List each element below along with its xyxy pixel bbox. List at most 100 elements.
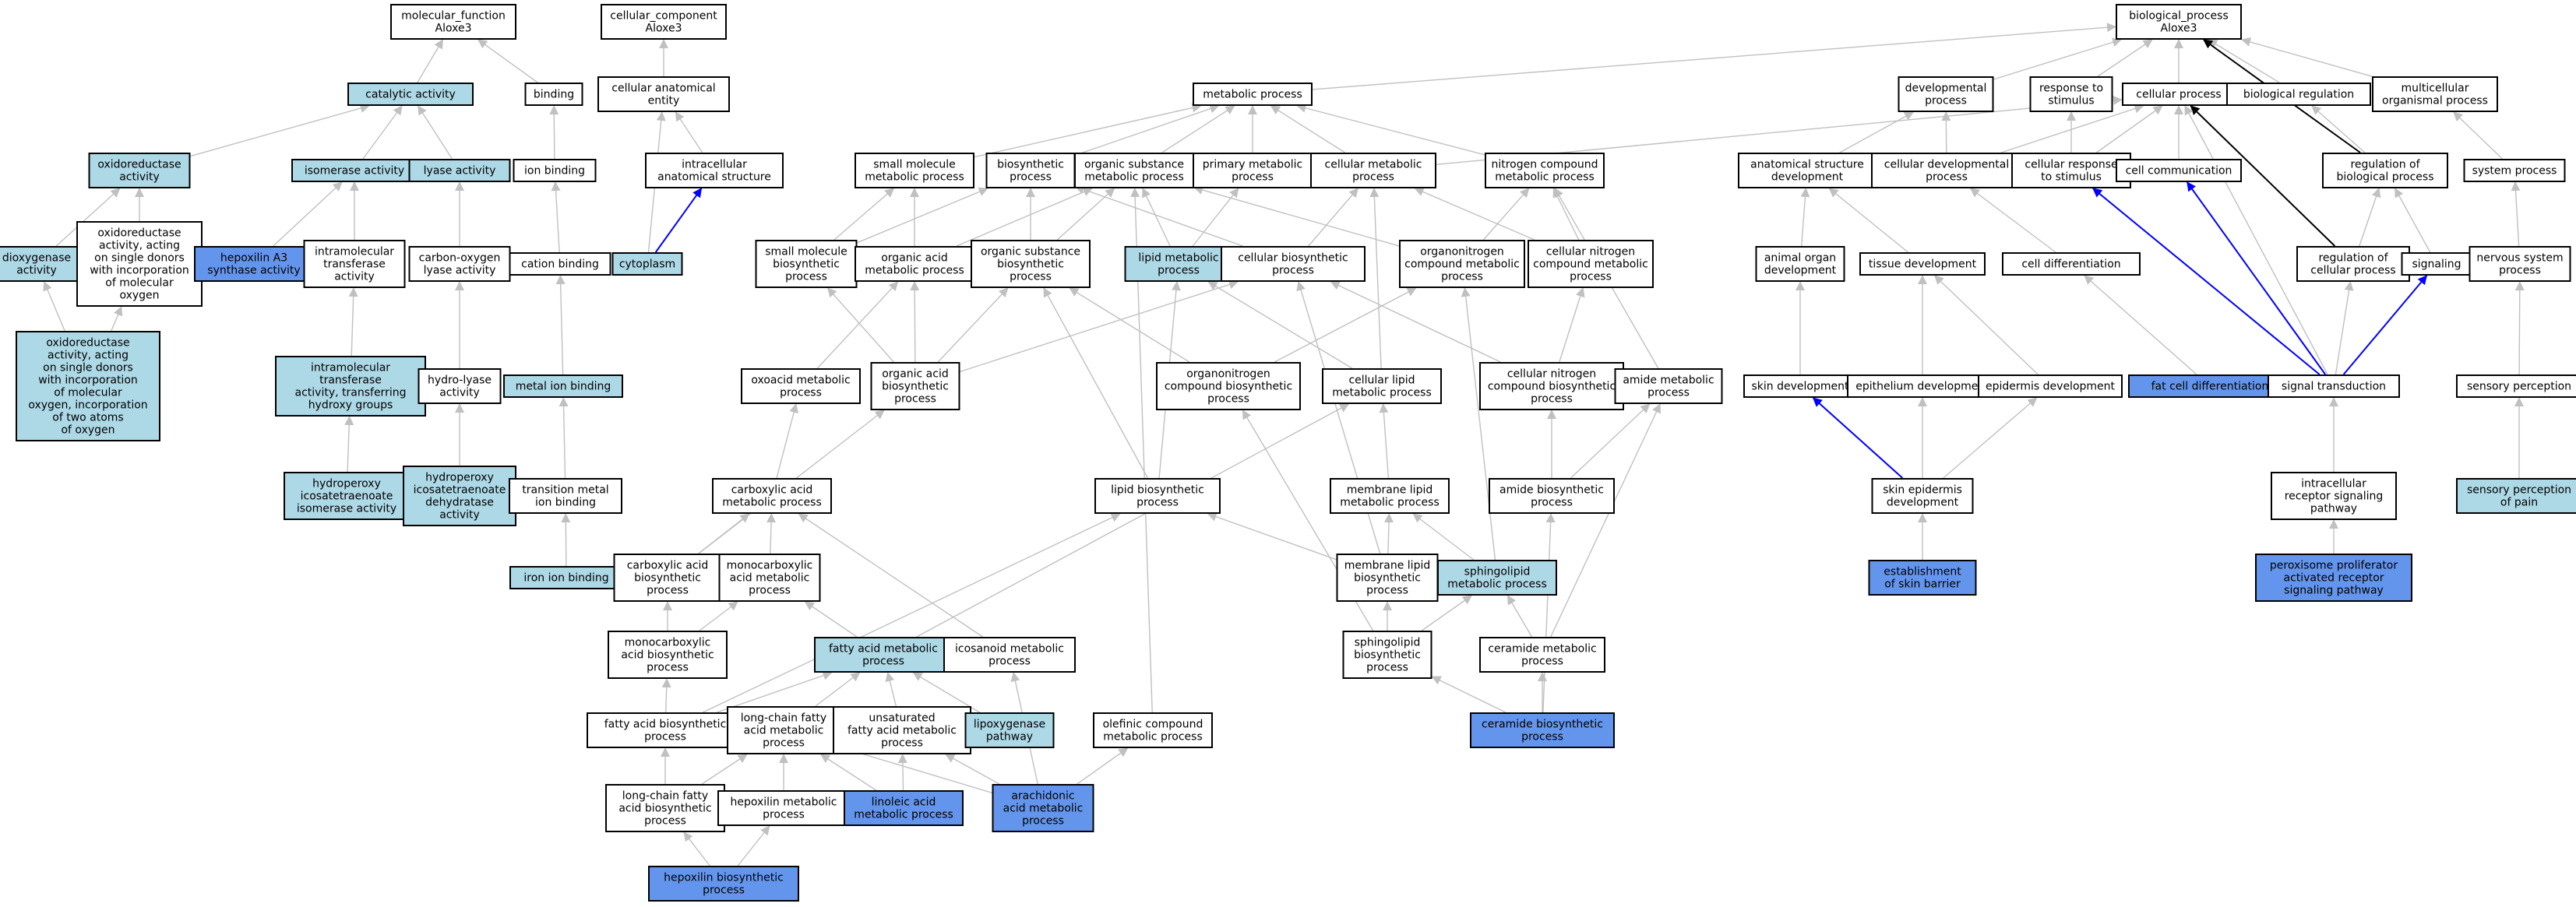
- go-term-node-cytoplasm[interactable]: cytoplasm: [611, 252, 683, 276]
- go-term-node-ironion[interactable]: iron ion binding: [509, 566, 623, 589]
- go-term-node-signaltrans[interactable]: signal transduction: [2268, 374, 2400, 398]
- go-term-node-binding[interactable]: binding: [524, 83, 583, 106]
- go-term-node-skindev[interactable]: skin development: [1743, 374, 1857, 398]
- go-term-node-ionbinding[interactable]: ion binding: [513, 159, 597, 182]
- go-term-node-isomerase[interactable]: isomerase activity: [291, 159, 418, 182]
- go-term-node-sensory[interactable]: sensory perception: [2456, 374, 2576, 398]
- go-term-node-epiderm[interactable]: epidermis development: [1978, 374, 2123, 398]
- is-a-edge-celllipid-to-lipidmet: [1207, 281, 1353, 369]
- go-term-box: [1738, 153, 1876, 188]
- go-term-node-cellularproc[interactable]: cellular process: [2122, 83, 2236, 106]
- go-term-node-hydroperoxydeh[interactable]: hydroperoxyicosatetraenoatedehydrataseac…: [403, 466, 516, 526]
- go-term-node-bioreg[interactable]: biological regulation: [2226, 83, 2371, 106]
- go-term-node-cationbinding[interactable]: cation binding: [509, 252, 611, 276]
- go-term-node-metabolic[interactable]: metabolic process: [1193, 83, 1313, 106]
- go-term-node-cellcomm[interactable]: cell communication: [2116, 159, 2242, 182]
- go-term-node-epithdev[interactable]: epithelium development: [1847, 374, 1998, 398]
- go-term-node-tissuedev[interactable]: tissue development: [1859, 252, 1986, 276]
- go-term-node-fatcell[interactable]: fat cell differentiation: [2128, 374, 2292, 398]
- go-term-node-celldiff[interactable]: cell differentiation: [2002, 252, 2141, 276]
- go-term-node-systemproc[interactable]: system process: [2463, 159, 2566, 182]
- go-term-node-signaling[interactable]: signaling: [2401, 252, 2472, 276]
- go-term-node-lyase[interactable]: lyase activity: [408, 159, 511, 182]
- go-term-node-catalytic[interactable]: catalytic activity: [347, 83, 474, 106]
- go-term-node-metalion[interactable]: metal ion binding: [503, 374, 623, 398]
